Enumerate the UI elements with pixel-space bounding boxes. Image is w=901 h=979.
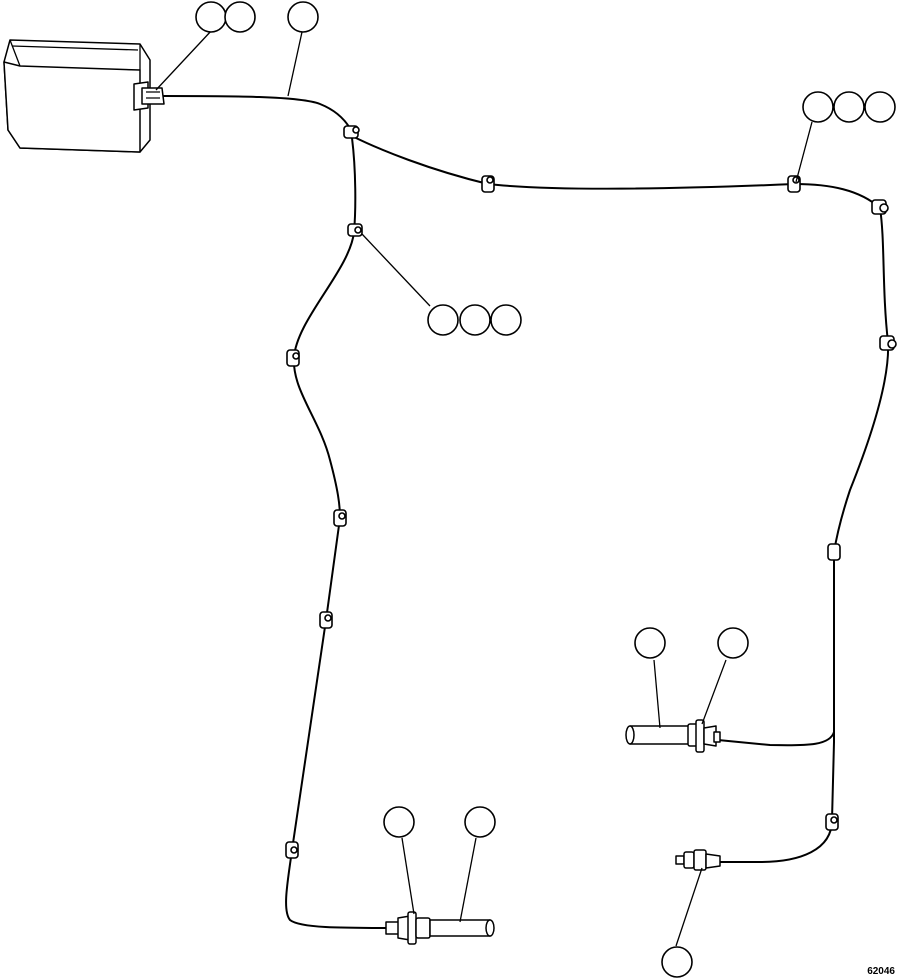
callout-9 (661, 946, 693, 978)
callout-1a (195, 1, 227, 33)
figure-number: 62046 (867, 966, 895, 977)
wiring-harness (163, 95, 890, 929)
callout-4b (459, 304, 491, 336)
callout-5 (634, 627, 666, 659)
leader-lines (155, 29, 813, 947)
callout-3b (833, 91, 865, 123)
pressure-switch (675, 849, 721, 871)
callouts (195, 1, 896, 978)
callout-7 (383, 806, 415, 838)
callout-8 (464, 806, 496, 838)
clip-10 (319, 611, 333, 629)
clip-1 (343, 125, 360, 139)
callout-2 (287, 1, 319, 33)
clip-3 (787, 175, 801, 193)
speed-sensor-left (385, 911, 495, 945)
clip-7 (286, 349, 300, 367)
callout-3c (864, 91, 896, 123)
clip-8 (333, 509, 347, 527)
callout-4a (427, 304, 459, 336)
callout-6 (717, 627, 749, 659)
callout-4c (490, 304, 522, 336)
clip-2 (481, 175, 495, 193)
clip-4 (871, 199, 889, 215)
control-module (3, 39, 165, 153)
clip-9 (827, 543, 841, 561)
speed-sensor-right (625, 719, 721, 753)
clip-5 (347, 223, 363, 237)
callout-1b (224, 1, 256, 33)
clip-11 (825, 813, 839, 831)
callout-3a (802, 91, 834, 123)
clip-6 (879, 335, 897, 351)
clip-12 (285, 841, 299, 859)
harness-clips (285, 125, 897, 859)
